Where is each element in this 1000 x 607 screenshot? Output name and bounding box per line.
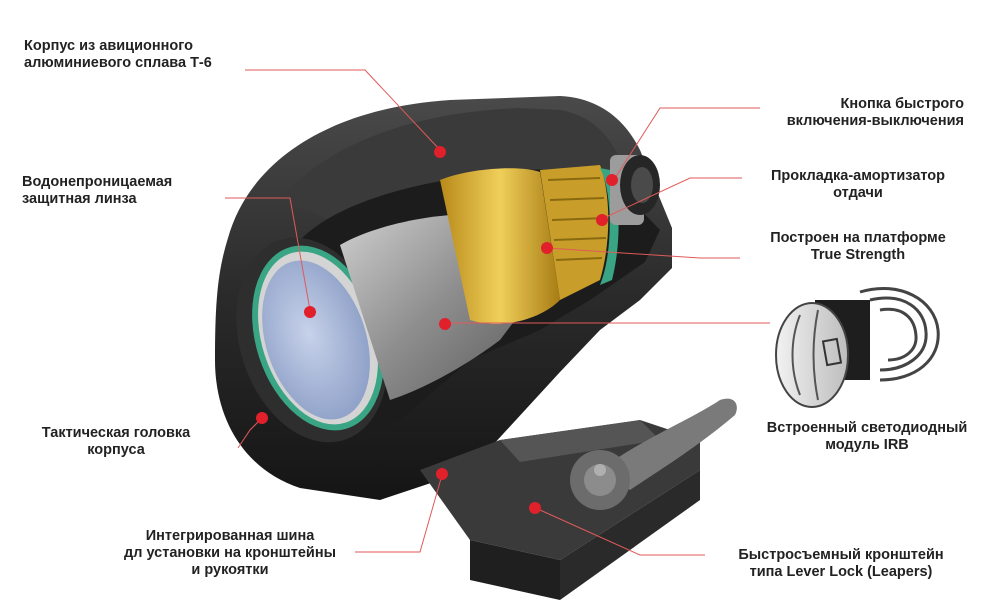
leader-lines: [225, 69, 770, 556]
dot-rail: [436, 468, 448, 480]
lever-lock-mount: [420, 398, 737, 600]
dot-pad: [596, 214, 608, 226]
dot-platform: [541, 242, 553, 254]
front-lens: [236, 237, 388, 443]
dot-led: [439, 318, 451, 330]
dot-lens: [304, 306, 316, 318]
dot-housing: [434, 146, 446, 158]
dot-head: [256, 412, 268, 424]
led-module-illustration: [775, 286, 940, 408]
dot-button: [606, 174, 618, 186]
callout-dots: [256, 146, 618, 514]
dot-mount: [529, 502, 541, 514]
